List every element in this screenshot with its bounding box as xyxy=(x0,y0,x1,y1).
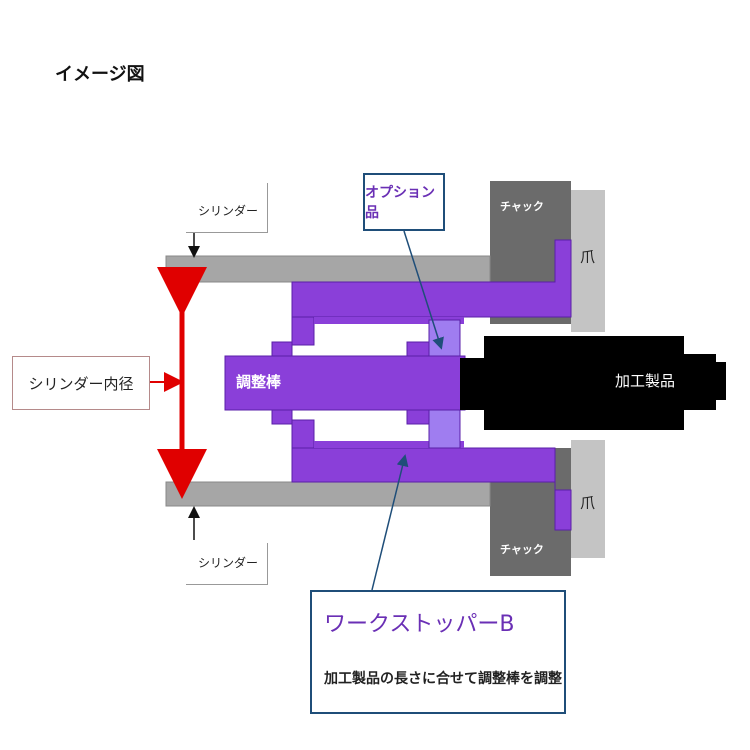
workstopper-leader xyxy=(371,454,409,591)
jaw-bottom xyxy=(571,440,605,558)
jaw-bottom-label: 爪 xyxy=(580,494,596,512)
option-label: オプション品 xyxy=(365,185,435,221)
stopper-flange-bottom xyxy=(291,419,315,449)
cylinder-top-label: シリンダー xyxy=(198,204,259,218)
rod-nut-right-top xyxy=(406,341,430,357)
workpiece xyxy=(460,336,726,430)
option-leader xyxy=(403,230,444,350)
work-stopper-callout: ワークストッパーB 加工製品の長さに合せて調整棒を調整 xyxy=(310,590,566,714)
cylinder-top-callout: シリンダー xyxy=(186,183,268,233)
rod-nut-left-top xyxy=(271,341,293,357)
cylinder-bottom-label: シリンダー xyxy=(198,556,259,570)
workpiece-label: 加工製品 xyxy=(615,372,676,390)
stopper-flange-top xyxy=(291,316,315,346)
chuck-bottom-label: チャック xyxy=(500,543,544,556)
inner-diameter-label: シリンダー内径 xyxy=(28,374,134,393)
jaw-top xyxy=(571,190,605,332)
chuck-top-label: チャック xyxy=(500,200,544,213)
cylinder-wall-bottom xyxy=(165,481,491,507)
adjust-rod-label: 調整棒 xyxy=(236,373,282,391)
cylinder-wall-top xyxy=(165,255,491,283)
product-name: ワークストッパーB xyxy=(324,612,515,637)
inner-diameter-callout: シリンダー内径 xyxy=(12,356,150,410)
rod-nut-left-bottom xyxy=(271,409,293,425)
option-part-bottom xyxy=(428,409,461,449)
stopper-inner-top xyxy=(314,317,464,324)
option-callout: オプション品 xyxy=(363,173,445,231)
adjust-rod xyxy=(224,355,466,411)
jaw-top-label: 爪 xyxy=(580,248,596,266)
cylinder-bottom-callout: シリンダー xyxy=(186,543,268,585)
diagram-title: イメージ図 xyxy=(55,64,145,85)
product-description: 加工製品の長さに合せて調整棒を調整 xyxy=(324,671,562,687)
stopper-inner-bottom xyxy=(314,441,464,448)
rod-nut-right-bottom xyxy=(406,409,430,425)
